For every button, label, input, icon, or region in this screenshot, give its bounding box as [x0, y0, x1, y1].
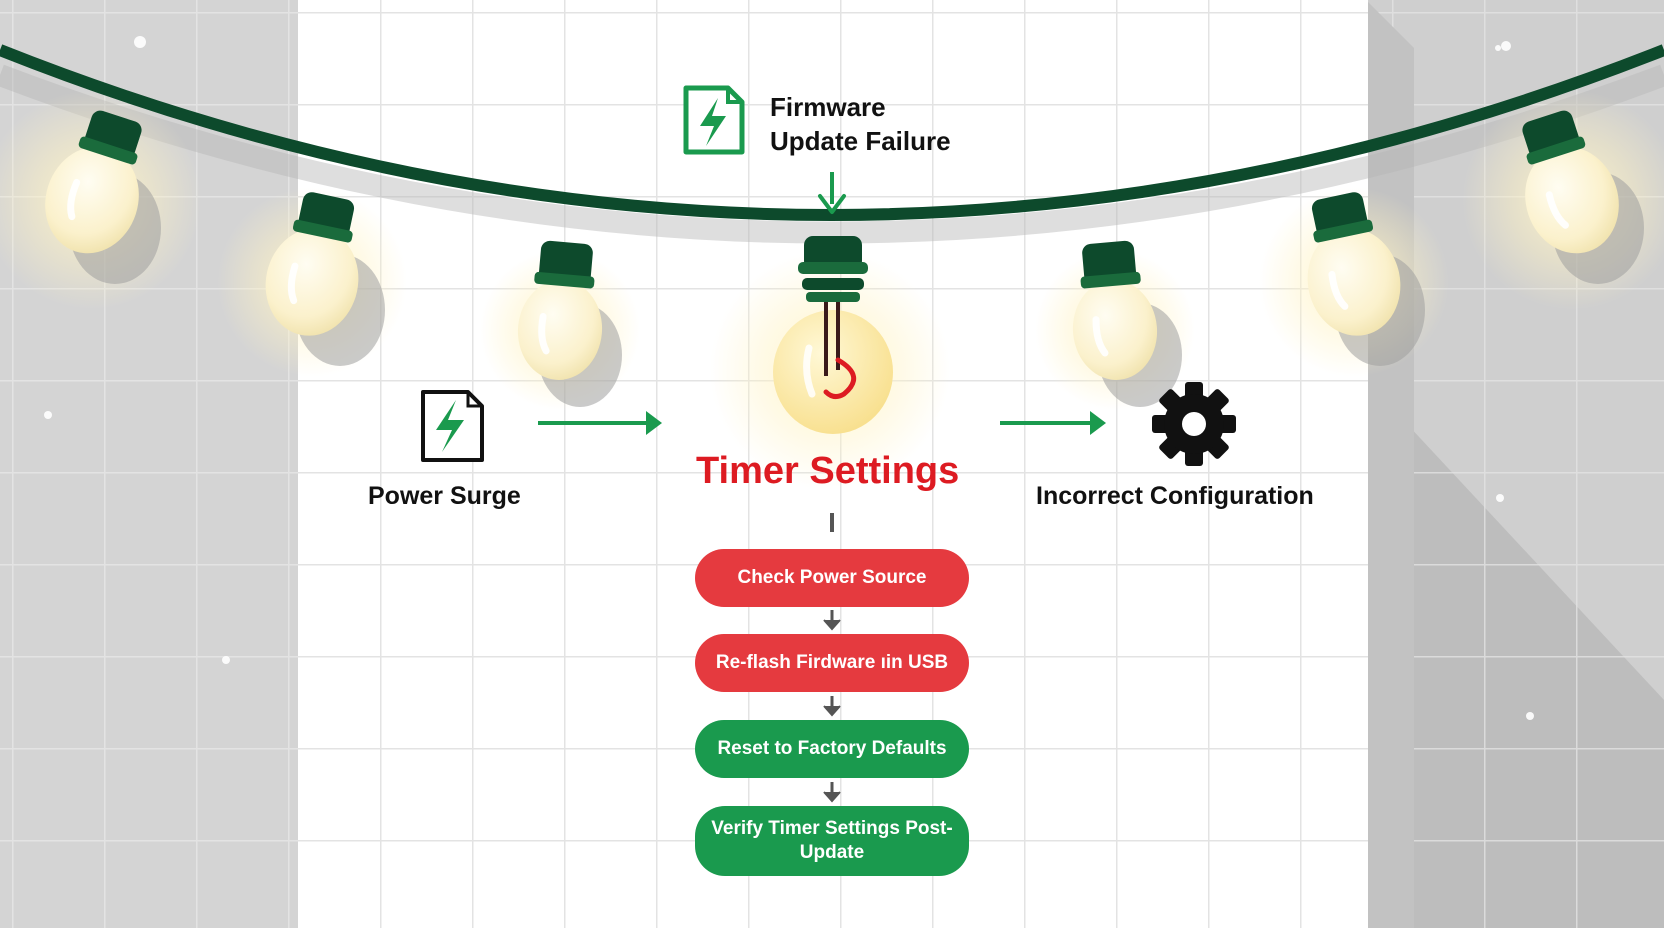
step-verify-timer-settings[interactable]: Verify Timer Settings Post-Update	[695, 806, 969, 876]
step-arrow-2	[823, 696, 841, 717]
wire-shadow	[0, 64, 1664, 244]
light-bulb-icon	[773, 236, 893, 434]
step-check-power-source[interactable]: Check Power Source	[695, 549, 969, 607]
lightning-file-icon	[683, 85, 745, 155]
lightning-file-icon	[421, 390, 484, 462]
light-string-wire	[0, 44, 1664, 221]
step-reset-factory-defaults[interactable]: Reset to Factory Defaults	[695, 720, 969, 778]
gear-icon	[1152, 382, 1236, 466]
step-arrow-3	[823, 782, 841, 803]
firmware-label-line2: Update Failure	[770, 126, 951, 156]
sparkles	[44, 36, 1534, 720]
cause-incorrect-configuration: Incorrect Configuration	[1036, 482, 1314, 510]
arrow-down-firmware	[818, 172, 846, 214]
firmware-label-line1: Firmware	[770, 92, 886, 122]
cause-power-surge: Power Surge	[368, 482, 521, 510]
cause-firmware-update-failure: Firmware Update Failure	[770, 90, 951, 158]
step-reflash-firmware[interactable]: Re-flash Firdware ıin USB	[695, 634, 969, 692]
center-title: Timer Settings	[696, 450, 960, 492]
step-arrow-1	[823, 610, 841, 631]
arrow-right-configuration	[1000, 411, 1106, 435]
string-bulbs	[45, 110, 1619, 380]
arrow-right-power-surge	[538, 411, 662, 435]
